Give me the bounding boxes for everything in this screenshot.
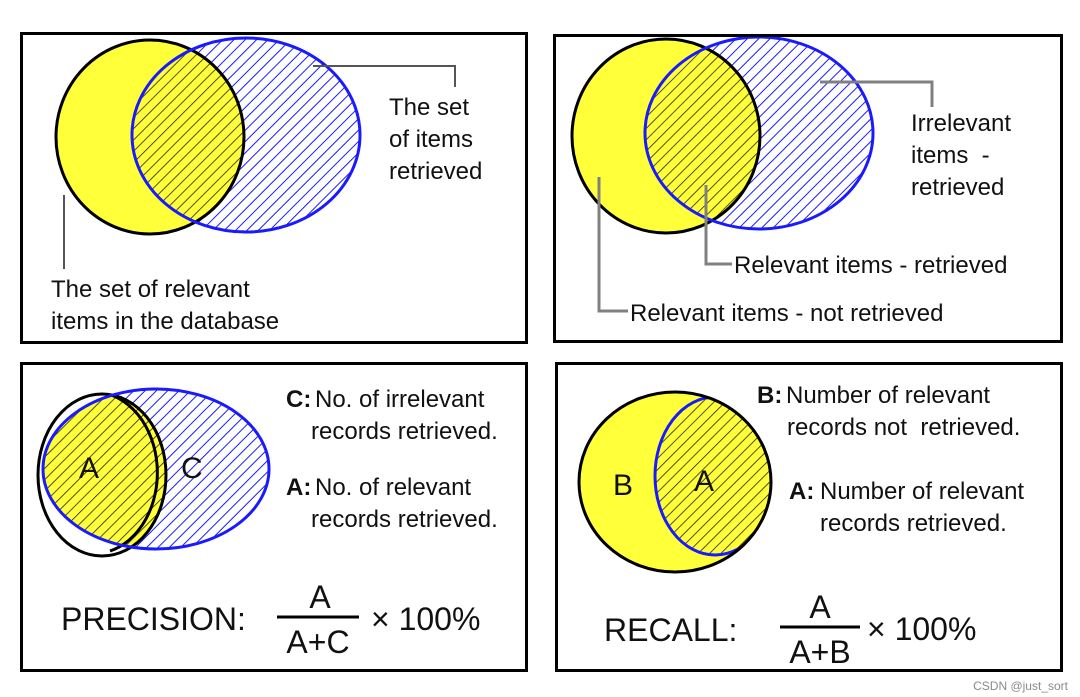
- panel-recall: B A B: Number of relevant records not re…: [555, 362, 1063, 672]
- precision-multiplier: × 100%: [371, 601, 480, 637]
- recall-formula-label: RECALL:: [604, 612, 737, 648]
- irrelevant-label-line3: retrieved: [911, 174, 1004, 201]
- irrelevant-leader-line: [820, 80, 934, 107]
- overlap-region: [132, 40, 244, 232]
- b-key: B:: [757, 382, 782, 409]
- label-a: A: [79, 452, 99, 485]
- precision-numerator: A: [309, 579, 331, 615]
- label-c: C: [181, 452, 203, 485]
- panel-retrieved-vs-relevant: The set of items retrieved The set of re…: [20, 32, 528, 344]
- panel-precision: A C C: No. of irrelevant records retriev…: [20, 362, 528, 672]
- b-desc-line1: Number of relevant: [786, 382, 990, 409]
- retrieved-label-line2: of items: [389, 126, 473, 153]
- venn-diagram-basic: The set of items retrieved The set of re…: [51, 36, 482, 335]
- relevant-not-retrieved-leader-line: [597, 177, 628, 313]
- c-desc-line2: records retrieved.: [311, 418, 498, 445]
- relevant-label-line1: The set of relevant: [51, 276, 250, 303]
- label-a: A: [694, 465, 714, 498]
- a-desc-line2: records retrieved.: [820, 510, 1007, 537]
- irrelevant-label-line1: Irrelevant: [911, 110, 1011, 137]
- relevant-not-retrieved-label: Relevant items - not retrieved: [630, 300, 943, 327]
- precision-diagram: A C C: No. of irrelevant records retriev…: [36, 386, 498, 660]
- a-key: A:: [789, 478, 814, 505]
- irrelevant-label-line2: items -: [911, 142, 990, 169]
- label-b: B: [613, 469, 633, 502]
- panel-relevant-irrelevant-regions: Irrelevant items - retrieved Relevant it…: [553, 34, 1063, 343]
- b-desc-line2: records not retrieved.: [787, 414, 1020, 441]
- recall-diagram: B A B: Number of relevant records not re…: [577, 382, 1024, 669]
- watermark: CSDN @just_sort: [973, 679, 1068, 693]
- retrieved-label-line3: retrieved: [389, 158, 482, 185]
- c-desc-line1: No. of irrelevant: [315, 386, 485, 413]
- recall-numerator: A: [809, 589, 831, 625]
- retrieved-leader-line: [313, 65, 456, 87]
- recall-multiplier: × 100%: [867, 611, 976, 647]
- precision-denominator: A+C: [286, 624, 349, 660]
- a-key: A:: [286, 474, 311, 501]
- relevant-retrieved-label: Relevant items - retrieved: [734, 252, 1007, 279]
- region-a: [655, 397, 771, 555]
- venn-diagram-regions: Irrelevant items - retrieved Relevant it…: [570, 37, 1011, 327]
- a-desc-line1: Number of relevant: [820, 478, 1024, 505]
- retrieved-label-line1: The set: [389, 94, 469, 121]
- a-desc-line1: No. of relevant: [315, 474, 471, 501]
- relevant-label-line2: items in the database: [51, 308, 279, 335]
- relevant-retrieved-leader-line: [704, 185, 732, 266]
- recall-denominator: A+B: [789, 634, 850, 669]
- precision-formula-label: PRECISION:: [61, 601, 246, 637]
- c-key: C:: [286, 386, 311, 413]
- a-desc-line2: records retrieved.: [311, 506, 498, 533]
